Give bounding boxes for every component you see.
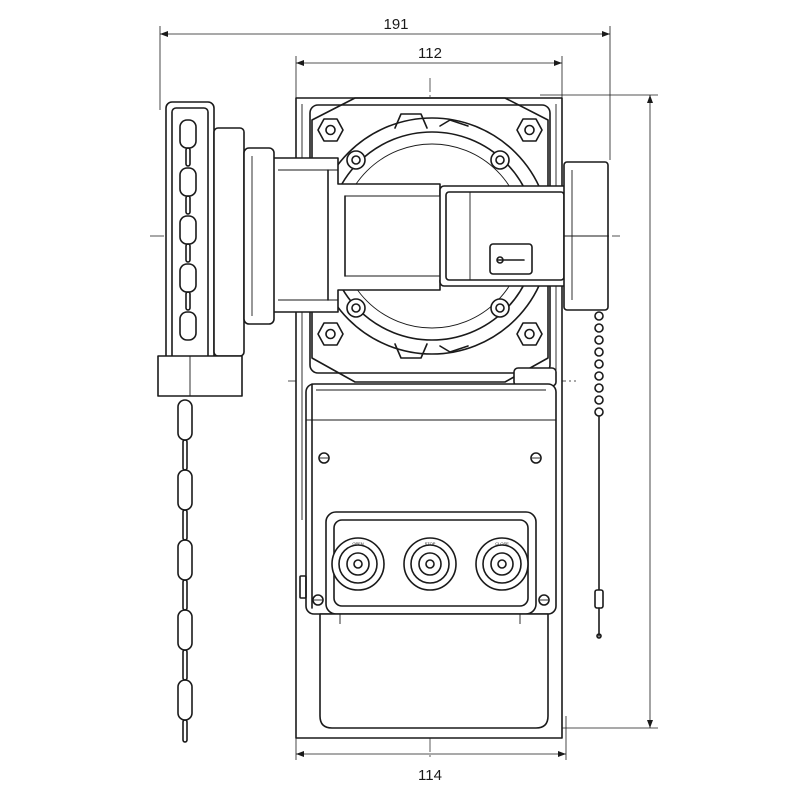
close-button[interactable]: CLOSE xyxy=(475,537,529,591)
close-button-label: CLOSE xyxy=(495,541,509,546)
chain-wheel xyxy=(157,101,275,397)
hand-chain xyxy=(177,399,193,743)
open-button[interactable]: OPEN xyxy=(331,537,385,591)
limit-switch-box xyxy=(439,161,609,311)
flange-bolt-top-right xyxy=(516,118,543,142)
dimension-label-top-width: 112 xyxy=(418,45,442,62)
open-button-label: OPEN xyxy=(352,541,363,546)
wheel-chain xyxy=(179,119,197,341)
ball-chain-pull xyxy=(594,311,604,639)
dimension-top-width: 112 xyxy=(295,45,563,98)
dimension-bottom-width: 114 xyxy=(295,716,567,784)
flange-bolt-bottom-left xyxy=(317,322,344,346)
dimension-overall-width: 191 xyxy=(159,16,611,160)
dimension-label-overall-width: 191 xyxy=(383,16,408,33)
flange-bolt-top-left xyxy=(317,118,344,142)
stop-button-label: STOP xyxy=(425,541,436,546)
flange-bolt-bottom-right xyxy=(516,322,543,346)
dimension-label-bottom-width: 114 xyxy=(418,767,442,784)
stop-button[interactable]: STOP xyxy=(403,537,457,591)
